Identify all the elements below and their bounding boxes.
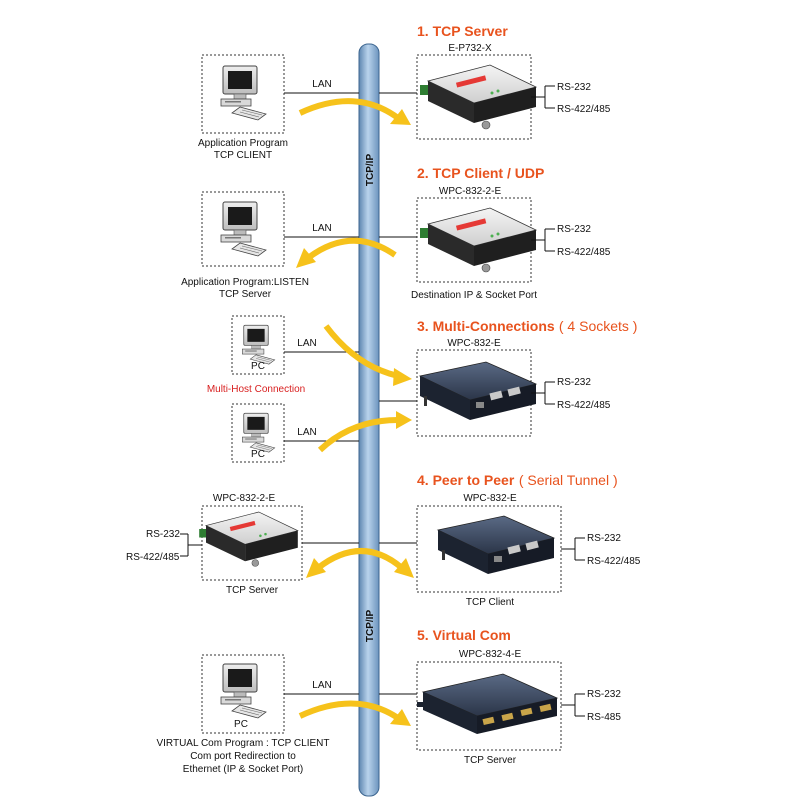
section-3-device-model: WPC-832-E — [447, 338, 501, 349]
section-1-serial-2: RS-422/485 — [557, 104, 611, 115]
section-4-left-device-caption: TCP Server — [226, 585, 279, 596]
desktop-pc-icon — [220, 65, 267, 121]
section-4-title-suffix: ( Serial Tunnel ) — [519, 472, 618, 488]
section-2-title: 2. TCP Client / UDP — [417, 165, 544, 181]
section-2-host-frame — [201, 191, 285, 267]
section-multi-connections: 3. Multi-Connections ( 4 Sockets ) WPC-8… — [207, 315, 638, 463]
section-5-host-caption-2: Com port Redirection to — [190, 751, 296, 762]
section-5-device-model: WPC-832-4-E — [459, 649, 522, 660]
serial-device-server-icon — [198, 511, 299, 567]
section-4-left-serial-2: RS-422/485 — [126, 552, 180, 563]
desktop-pc-icon — [241, 324, 276, 365]
section-3-host-a-frame — [231, 315, 285, 375]
section-3-serial-2: RS-422/485 — [557, 400, 611, 411]
section-tcp-client-udp: 2. TCP Client / UDP WPC-832-2-E Destinat… — [181, 165, 611, 301]
section-4-left-serial-1: RS-232 — [146, 529, 180, 540]
section-2-device-caption: Destination IP & Socket Port — [411, 290, 537, 301]
section-3-link-label-b: LAN — [297, 427, 316, 438]
section-tcp-server: 1. TCP Server E-P732-X RS-232 RS-422/485… — [198, 23, 611, 161]
section-5-title: 5. Virtual Com — [417, 627, 511, 643]
section-5-host-caption-1: VIRTUAL Com Program : TCP CLIENT — [156, 738, 329, 749]
serial-device-server-icon — [419, 207, 537, 273]
section-peer-to-peer: 4. Peer to Peer ( Serial Tunnel ) WPC-83… — [126, 472, 641, 608]
section-5-host-label: PC — [234, 719, 248, 730]
section-1-serial-1: RS-232 — [557, 82, 591, 93]
section-2-serial-2: RS-422/485 — [557, 247, 611, 258]
section-3-link-label-a: LAN — [297, 338, 316, 349]
section-1-host-caption-1: Application Program — [198, 138, 288, 149]
serial-device-server-icon — [416, 673, 558, 735]
section-4-right-device-model: WPC-832-E — [463, 493, 517, 504]
section-1-title: 1. TCP Server — [417, 23, 508, 39]
section-3-title-suffix: ( 4 Sockets ) — [559, 318, 638, 334]
section-5-serial-2: RS-485 — [587, 712, 621, 723]
section-virtual-com: 5. Virtual Com WPC-832-4-E TCP Server RS… — [156, 627, 621, 775]
data-flow-arrow — [306, 237, 397, 261]
section-3-title: 3. Multi-Connections — [417, 318, 555, 334]
section-5-serial-1: RS-232 — [587, 689, 621, 700]
section-4-left-device-model: WPC-832-2-E — [213, 493, 276, 504]
section-5-link-label: LAN — [312, 680, 331, 691]
data-flow-arrow — [298, 98, 400, 121]
section-3-host-b-label: PC — [251, 449, 265, 460]
section-4-right-device-caption: TCP Client — [466, 597, 514, 608]
data-flow-arrow — [298, 700, 400, 721]
section-3-host-b-frame — [231, 403, 285, 463]
data-flow-arrow — [323, 324, 399, 379]
data-flow-arrow — [316, 548, 404, 571]
section-3-multi-host-label: Multi-Host Connection — [207, 384, 305, 395]
section-3-serial-1: RS-232 — [557, 377, 591, 388]
data-flow-arrow — [317, 417, 399, 453]
section-2-serial-1: RS-232 — [557, 224, 591, 235]
section-4-right-device-frame — [416, 505, 562, 593]
section-1-device-model: E-P732-X — [448, 43, 492, 54]
desktop-pc-icon — [220, 663, 267, 719]
section-2-link-label: LAN — [312, 223, 331, 234]
section-3-host-a-label: PC — [251, 361, 265, 372]
section-5-host-caption-3: Ethernet (IP & Socket Port) — [183, 764, 303, 775]
desktop-pc-icon — [220, 201, 267, 257]
section-4-title: 4. Peer to Peer — [417, 472, 515, 488]
backbone-label-bottom: TCP/IP — [365, 610, 376, 643]
section-1-host-caption-2: TCP CLIENT — [214, 150, 272, 161]
section-4-right-serial-2: RS-422/485 — [587, 556, 641, 567]
section-2-device-model: WPC-832-2-E — [439, 186, 502, 197]
serial-device-server-icon — [419, 64, 537, 130]
section-2-host-caption-2: TCP Server — [219, 289, 272, 300]
section-4-right-serial-1: RS-232 — [587, 533, 621, 544]
serial-device-server-icon — [419, 361, 537, 421]
section-1-host-frame — [201, 54, 285, 134]
backbone-label-top: TCP/IP — [365, 154, 376, 187]
section-1-link-label: LAN — [312, 79, 331, 90]
desktop-pc-icon — [241, 412, 276, 453]
section-2-host-caption-1: Application Program:LISTEN — [181, 277, 309, 288]
serial-device-server-icon — [437, 515, 555, 575]
section-5-device-caption: TCP Server — [464, 755, 517, 766]
